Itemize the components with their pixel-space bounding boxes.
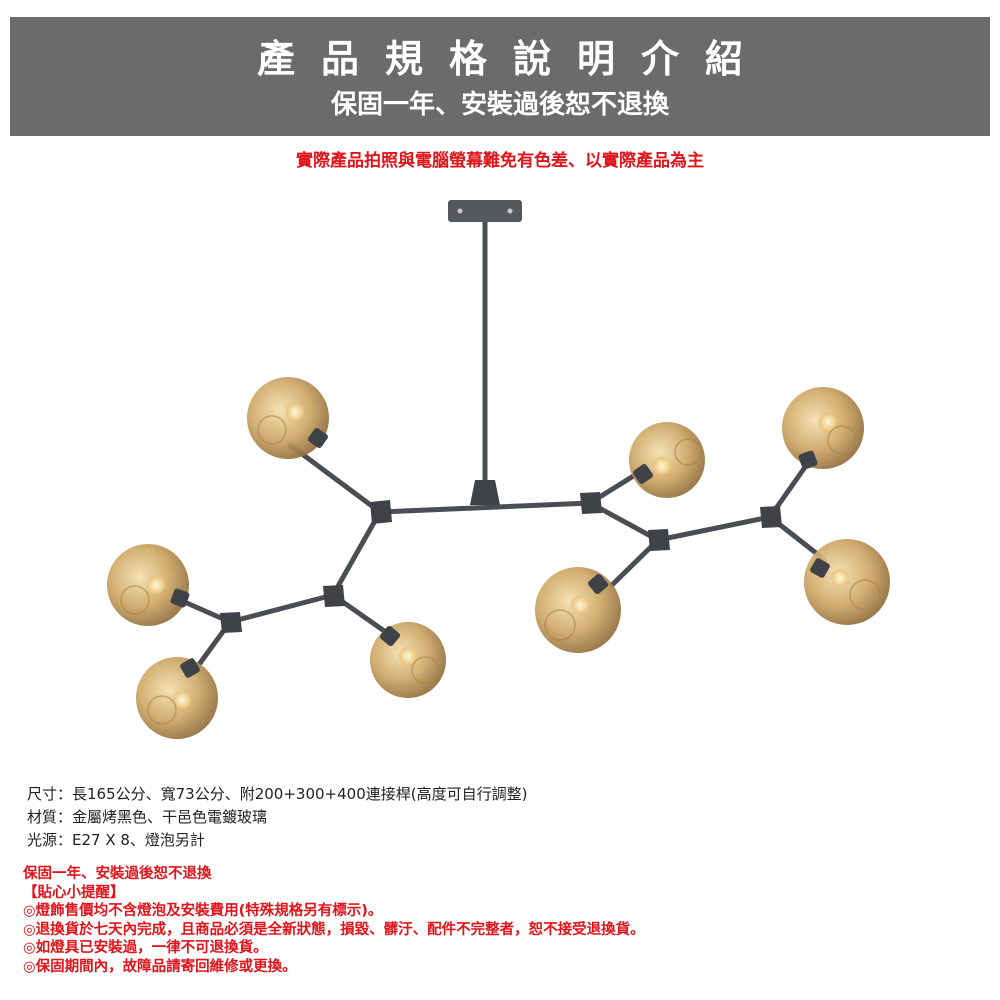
glass-globe-5 (629, 422, 705, 498)
warning-list: 保固一年、安裝過後恕不退換 【貼心小提醒】 ◎燈飾售價均不含燈泡及安裝費用(特殊… (23, 865, 645, 976)
spec-size: 尺寸：長165公分、寬73公分、附200+300+400連接桿(高度可自行調整) (27, 785, 528, 803)
glass-globe-8 (804, 539, 890, 625)
reminder-item: ◎燈飾售價均不含燈泡及安裝費用(特殊規格另有標示)。 (23, 903, 383, 919)
page-title: 產品規格說明介紹 (256, 37, 769, 81)
spec-list: 尺寸：長165公分、寬73公分、附200+300+400連接桿(高度可自行調整)… (27, 783, 527, 852)
spec-material: 材質：金屬烤黑色、干邑色電鍍玻璃 (27, 808, 268, 826)
rod-connector (470, 480, 500, 505)
product-photo (107, 200, 890, 739)
lamp-arms (177, 442, 828, 673)
glass-globe-6 (782, 387, 864, 470)
glass-globe-4 (370, 622, 446, 698)
reminder-heading: 【貼心小提醒】 (23, 884, 125, 901)
color-notice: 實際產品拍照與電腦螢幕難免有色差、以實際產品為主 (296, 151, 704, 171)
warranty-note: 保固一年、安裝過後恕不退換 (23, 866, 212, 882)
page-subtitle: 保固一年、安裝過後恕不退換 (330, 90, 669, 120)
header-banner: 產品規格說明介紹 保固一年、安裝過後恕不退換 (10, 17, 990, 136)
ceiling-canopy (448, 200, 522, 222)
arm-joints (220, 492, 782, 633)
glass-globe-1 (247, 377, 329, 459)
glass-globe-7 (535, 567, 621, 653)
glass-globe-2 (107, 544, 190, 626)
spec-light-source: 光源：E27 X 8、燈泡另計 (27, 831, 205, 849)
reminder-item: ◎保固期間內，故障品請寄回維修或更換。 (23, 958, 297, 975)
reminder-item: ◎退換貨於七天內完成，且商品必須是全新狀態，損毀、髒汙、配件不完整者，恕不接受退… (23, 921, 645, 938)
glass-globe-3 (136, 657, 218, 739)
reminder-item: ◎如燈具已安裝過，一律不可退換貨。 (23, 940, 268, 956)
